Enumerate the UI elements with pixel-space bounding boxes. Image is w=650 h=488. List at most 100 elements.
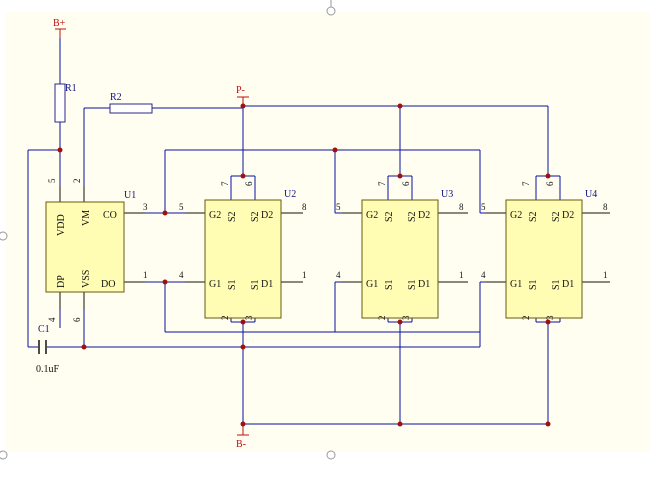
junction-dot	[240, 319, 246, 325]
u1-pin-num: 5	[47, 178, 57, 183]
u4-pin-d1: D1	[562, 279, 574, 290]
u1-pin-num: 4	[47, 317, 57, 322]
junction-dot	[240, 344, 246, 350]
u3-pin-g1: G1	[366, 279, 378, 290]
u3-pin-num: 4	[336, 270, 341, 280]
p-minus-label: P-	[236, 85, 245, 96]
junction-dot	[57, 147, 63, 153]
u2-pin-d1: D1	[261, 279, 273, 290]
r1-ref: R1	[65, 83, 77, 94]
u3-pin-s2: S2	[384, 211, 395, 222]
u1-ref: U1	[124, 190, 136, 201]
sheet-handle[interactable]	[0, 231, 8, 241]
u3-pin-g2: G2	[366, 210, 378, 221]
u2-pin-num: 4	[179, 270, 184, 280]
u3-pin-num: 8	[459, 202, 464, 212]
junction-dot	[397, 173, 403, 179]
b-plus-label: B+	[53, 18, 66, 29]
u2-pin-g2: G2	[209, 210, 221, 221]
junction-dot	[162, 279, 168, 285]
mosfet-u2[interactable]: U2 G2 S2 S2 D2 G1 S1 S1 D1 7 6 5 8 4 1 2…	[179, 181, 307, 320]
u1-pin-num: 3	[143, 202, 148, 212]
u4-pin-num: 4	[481, 270, 486, 280]
junction-dot	[332, 147, 338, 153]
junction-dot	[545, 319, 551, 325]
mosfet-u3[interactable]: U3 G2 S2 S2 D2 G1 S1 S1 D1 7 6 5 8 4 1 2…	[336, 181, 468, 320]
u1-pin-vss: VSS	[81, 270, 92, 288]
u4-pin-num: 6	[545, 181, 555, 186]
sheet-handle[interactable]	[326, 450, 336, 460]
mosfet-u4[interactable]: U4 G2 S2 S2 D2 G1 S1 S1 D1 7 6 5 8 4 1 2…	[481, 181, 610, 320]
u2-pin-s2: S2	[250, 211, 261, 222]
u2-pin-d2: D2	[261, 210, 273, 221]
u2-pin-s2: S2	[227, 211, 238, 222]
u1-pin-co: CO	[103, 210, 117, 221]
u3-pin-num: 2	[377, 316, 387, 321]
u2-pin-num: 1	[302, 270, 307, 280]
u4-pin-d2: D2	[562, 210, 574, 221]
u3-pin-d1: D1	[418, 279, 430, 290]
c1-value: 0.1uF	[36, 364, 60, 375]
u4-pin-s1: S1	[528, 279, 539, 290]
u3-pin-s1: S1	[384, 279, 395, 290]
u2-pin-num: 7	[220, 181, 230, 186]
u2-pin-num: 8	[302, 202, 307, 212]
u3-ref: U3	[441, 189, 453, 200]
junction-dot	[397, 103, 403, 109]
u4-pin-num: 8	[603, 202, 608, 212]
u4-ref: U4	[585, 189, 597, 200]
junction-dot	[545, 421, 551, 427]
r2-ref: R2	[110, 92, 122, 103]
junction-dot	[81, 344, 87, 350]
u3-pin-s2: S2	[407, 211, 418, 222]
junctions	[57, 103, 551, 427]
junction-dot	[397, 319, 403, 325]
junction-dot	[240, 103, 246, 109]
u4-pin-num: 1	[603, 270, 608, 280]
u2-pin-num: 3	[244, 315, 254, 320]
u2-ref: U2	[284, 189, 296, 200]
junction-dot	[545, 173, 551, 179]
sheet-handle[interactable]	[0, 450, 8, 460]
u1-pin-num: 6	[72, 317, 82, 322]
u2-pin-num: 2	[220, 316, 230, 321]
u3-pin-d2: D2	[418, 210, 430, 221]
u1-pin-num: 2	[72, 179, 82, 184]
junction-dot	[240, 173, 246, 179]
b-minus-label: B-	[236, 439, 246, 450]
u4-pin-num: 2	[521, 316, 531, 321]
b-plus-power-port: B+	[53, 18, 66, 38]
u2-pin-g1: G1	[209, 279, 221, 290]
u2-pin-s1: S1	[227, 279, 238, 290]
u4-pin-s1: S1	[551, 279, 562, 290]
u4-pin-s2: S2	[528, 211, 539, 222]
u3-pin-num: 1	[459, 270, 464, 280]
u4-pin-g2: G2	[510, 210, 522, 221]
sheet-handle[interactable]	[326, 6, 336, 16]
junction-dot	[240, 421, 246, 427]
u1-pin-do: DO	[101, 279, 115, 290]
u2-pin-s1: S1	[250, 279, 261, 290]
u4-pin-g1: G1	[510, 279, 522, 290]
resistor-r1[interactable]: R1	[54, 83, 77, 123]
ic-u1[interactable]: U1 CO DO VDD VM DP VSS 5 2 3 1 4 6	[45, 178, 148, 322]
u3-pin-num: 3	[401, 315, 411, 320]
u1-pin-vm: VM	[81, 210, 92, 226]
u1-pin-vdd: VDD	[56, 214, 67, 236]
u2-pin-num: 5	[179, 202, 184, 212]
resistor-r2[interactable]: R2	[109, 92, 153, 114]
junction-dot	[162, 210, 168, 216]
junction-dot	[397, 421, 403, 427]
u3-pin-num: 7	[377, 181, 387, 186]
u3-pin-num: 6	[401, 181, 411, 186]
u4-pin-s2: S2	[551, 211, 562, 222]
u1-pin-dp: DP	[56, 275, 67, 288]
capacitor-c1[interactable]: C1 0.1uF	[36, 324, 60, 375]
c1-ref: C1	[38, 324, 50, 335]
u4-pin-num: 7	[521, 181, 531, 186]
u2-pin-num: 6	[244, 181, 254, 186]
u4-pin-num: 5	[481, 202, 486, 212]
u3-pin-s1: S1	[407, 279, 418, 290]
